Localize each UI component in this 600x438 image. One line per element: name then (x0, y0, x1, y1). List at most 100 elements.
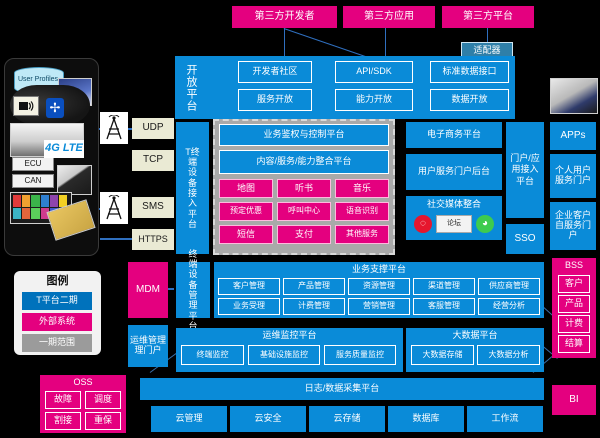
open-platform-item-0[interactable]: 开发者社区 (238, 61, 312, 83)
business-support-item-5[interactable]: 业务受理 (218, 298, 280, 315)
business-support-item-4[interactable]: 供应商管理 (478, 278, 540, 295)
infra-item-4-label: 工作流 (491, 413, 519, 424)
ops-monitor-title: 运维监控平台 (176, 329, 403, 342)
oss-item-3[interactable]: 重保 (85, 412, 121, 430)
service-tile-0[interactable]: 地图 (219, 179, 273, 198)
wechat-icon[interactable]: ◕ (476, 215, 494, 233)
business-support-item-7[interactable]: 营销管理 (348, 298, 410, 315)
protocol-box-tcp[interactable]: TCP (132, 150, 174, 171)
ops-portal-label: 运维管理理门户 (130, 335, 167, 355)
legend-item-1: 外部系统 (22, 313, 92, 331)
service-tile-0-label: 地图 (236, 182, 255, 193)
big-data-item-0[interactable]: 大数据存储 (411, 345, 474, 365)
ecommerce-platform[interactable]: 电子商务平台 (406, 122, 502, 148)
device-management-platform[interactable]: 终端设备管理平台 (176, 249, 210, 331)
open-platform-item-0-label: 开发者社区 (252, 66, 298, 77)
oss-item-0[interactable]: 故障 (45, 391, 81, 409)
log-collection-platform[interactable]: 日志/数据采集平台 (140, 378, 544, 400)
protocol-udp-label: UDP (142, 122, 164, 134)
service-tile-7[interactable]: 支付 (277, 225, 331, 244)
open-platform-label: 开放平台 (177, 56, 203, 119)
bs-item-5-label: 业务受理 (233, 301, 265, 311)
service-tile-4[interactable]: 呼叫中心 (277, 202, 331, 221)
ops-management-portal[interactable]: 运维管理理门户 (128, 325, 168, 367)
apps-box[interactable]: APPs (550, 122, 596, 150)
ops-monitor-item-2[interactable]: 服务质量监控 (324, 345, 396, 365)
auth-control-platform[interactable]: 业务鉴权与控制平台 (219, 124, 389, 146)
forum-icon[interactable]: 论坛 (436, 215, 472, 233)
oss-item-2[interactable]: 割接 (45, 412, 81, 430)
open-platform-item-1[interactable]: API/SDK (335, 61, 413, 83)
service-tile-6[interactable]: 短信 (219, 225, 273, 244)
open-platform-item-4[interactable]: 能力开放 (335, 89, 413, 111)
business-support-item-1[interactable]: 产品管理 (283, 278, 345, 295)
bss-item-0[interactable]: 客户 (558, 275, 590, 293)
protocol-https-label: HTTPS (138, 233, 168, 244)
bs-item-2-label: 资源管理 (363, 281, 395, 291)
connector-app-to-apisdk (385, 28, 386, 62)
sso-label: SSO (514, 232, 536, 244)
protocol-box-udp[interactable]: UDP (132, 118, 174, 139)
service-tile-5[interactable]: 语音识别 (335, 202, 389, 221)
big-data-item-1[interactable]: 大数据分析 (477, 345, 540, 365)
open-platform-item-3-label: 服务开放 (256, 94, 293, 105)
oss-item-1[interactable]: 调度 (85, 391, 121, 409)
portal-access-label: 门户/应用接入平台 (510, 153, 540, 186)
service-tile-8[interactable]: 其他服务 (335, 225, 389, 244)
legend-item-1-label: 外部系统 (38, 316, 75, 327)
protocol-box-https[interactable]: HTTPS (132, 229, 174, 250)
terminal-access-platform[interactable]: T终端设备接入平台 (176, 122, 209, 254)
bs-item-7-label: 营销管理 (363, 301, 395, 311)
infra-item-4[interactable]: 工作流 (467, 406, 543, 432)
business-support-item-6[interactable]: 计费管理 (283, 298, 345, 315)
personal-user-portal[interactable]: 个人用户服务门户 (550, 154, 596, 198)
service-tile-4-label: 呼叫中心 (288, 206, 320, 216)
integration-platform[interactable]: 内容/服务/能力整合平台 (219, 150, 389, 174)
legend-item-0-label: T平台二期 (36, 295, 78, 306)
social-media-integration[interactable]: 社交媒体整合 ◌ 论坛 ◕ (406, 196, 502, 240)
infra-item-2[interactable]: 云存储 (309, 406, 385, 432)
bd-item-0-label: 大数据存储 (422, 349, 463, 359)
bi-box[interactable]: BI (552, 385, 596, 415)
business-support-item-3[interactable]: 渠道管理 (413, 278, 475, 295)
enterprise-self-service-portal[interactable]: 企业客户自服务门户 (550, 202, 596, 250)
sso-box[interactable]: SSO (506, 224, 544, 254)
business-support-item-8[interactable]: 客服管理 (413, 298, 475, 315)
business-support-title: 业务支撑平台 (214, 263, 544, 276)
bss-item-3[interactable]: 结算 (558, 335, 590, 353)
service-tile-1[interactable]: 听书 (277, 179, 331, 198)
open-platform-item-3[interactable]: 服务开放 (238, 89, 312, 111)
service-tile-2[interactable]: 音乐 (335, 179, 389, 198)
legend-title: 图例 (14, 274, 101, 290)
protocol-box-sms[interactable]: SMS (132, 197, 174, 218)
open-platform-item-2[interactable]: 标准数据接口 (430, 61, 509, 83)
portal-access-platform[interactable]: 门户/应用接入平台 (506, 122, 544, 218)
bss-item-1[interactable]: 产品 (558, 295, 590, 313)
bss-item-2[interactable]: 计费 (558, 315, 590, 333)
business-support-item-2[interactable]: 资源管理 (348, 278, 410, 295)
adapter-box[interactable]: 适配器 (461, 42, 513, 59)
weibo-icon[interactable]: ◌ (414, 215, 432, 233)
user-portal-backend[interactable]: 用户服务门户后台 (406, 154, 502, 190)
cell-tower-icon-bottom (100, 192, 128, 224)
connector-https-right (100, 238, 132, 240)
third-party-developer-box[interactable]: 第三方开发者 (232, 6, 337, 28)
service-tile-3-label: 预定优惠 (230, 206, 262, 216)
ops-monitor-item-0[interactable]: 终端监控 (181, 345, 244, 365)
open-platform-item-4-label: 能力开放 (355, 94, 392, 105)
infra-item-1[interactable]: 云安全 (230, 406, 306, 432)
business-support-item-0[interactable]: 客户管理 (218, 278, 280, 295)
service-tile-6-label: 短信 (236, 228, 255, 239)
third-party-app-box[interactable]: 第三方应用 (343, 6, 435, 28)
infra-item-0[interactable]: 云管理 (151, 406, 227, 432)
third-party-platform-box[interactable]: 第三方平台 (442, 6, 534, 28)
ops-monitor-item-1[interactable]: 基础设施监控 (248, 345, 320, 365)
mdm-box[interactable]: MDM (128, 262, 168, 318)
service-tile-3[interactable]: 预定优惠 (219, 202, 273, 221)
infra-item-3[interactable]: 数据库 (388, 406, 464, 432)
business-support-item-9[interactable]: 经营分析 (478, 298, 540, 315)
open-platform-item-5[interactable]: 数据开放 (430, 89, 509, 111)
bluetooth-glyph: ✢ (49, 99, 61, 115)
service-tile-1-label: 听书 (294, 182, 313, 193)
infra-item-2-label: 云存储 (333, 413, 361, 424)
